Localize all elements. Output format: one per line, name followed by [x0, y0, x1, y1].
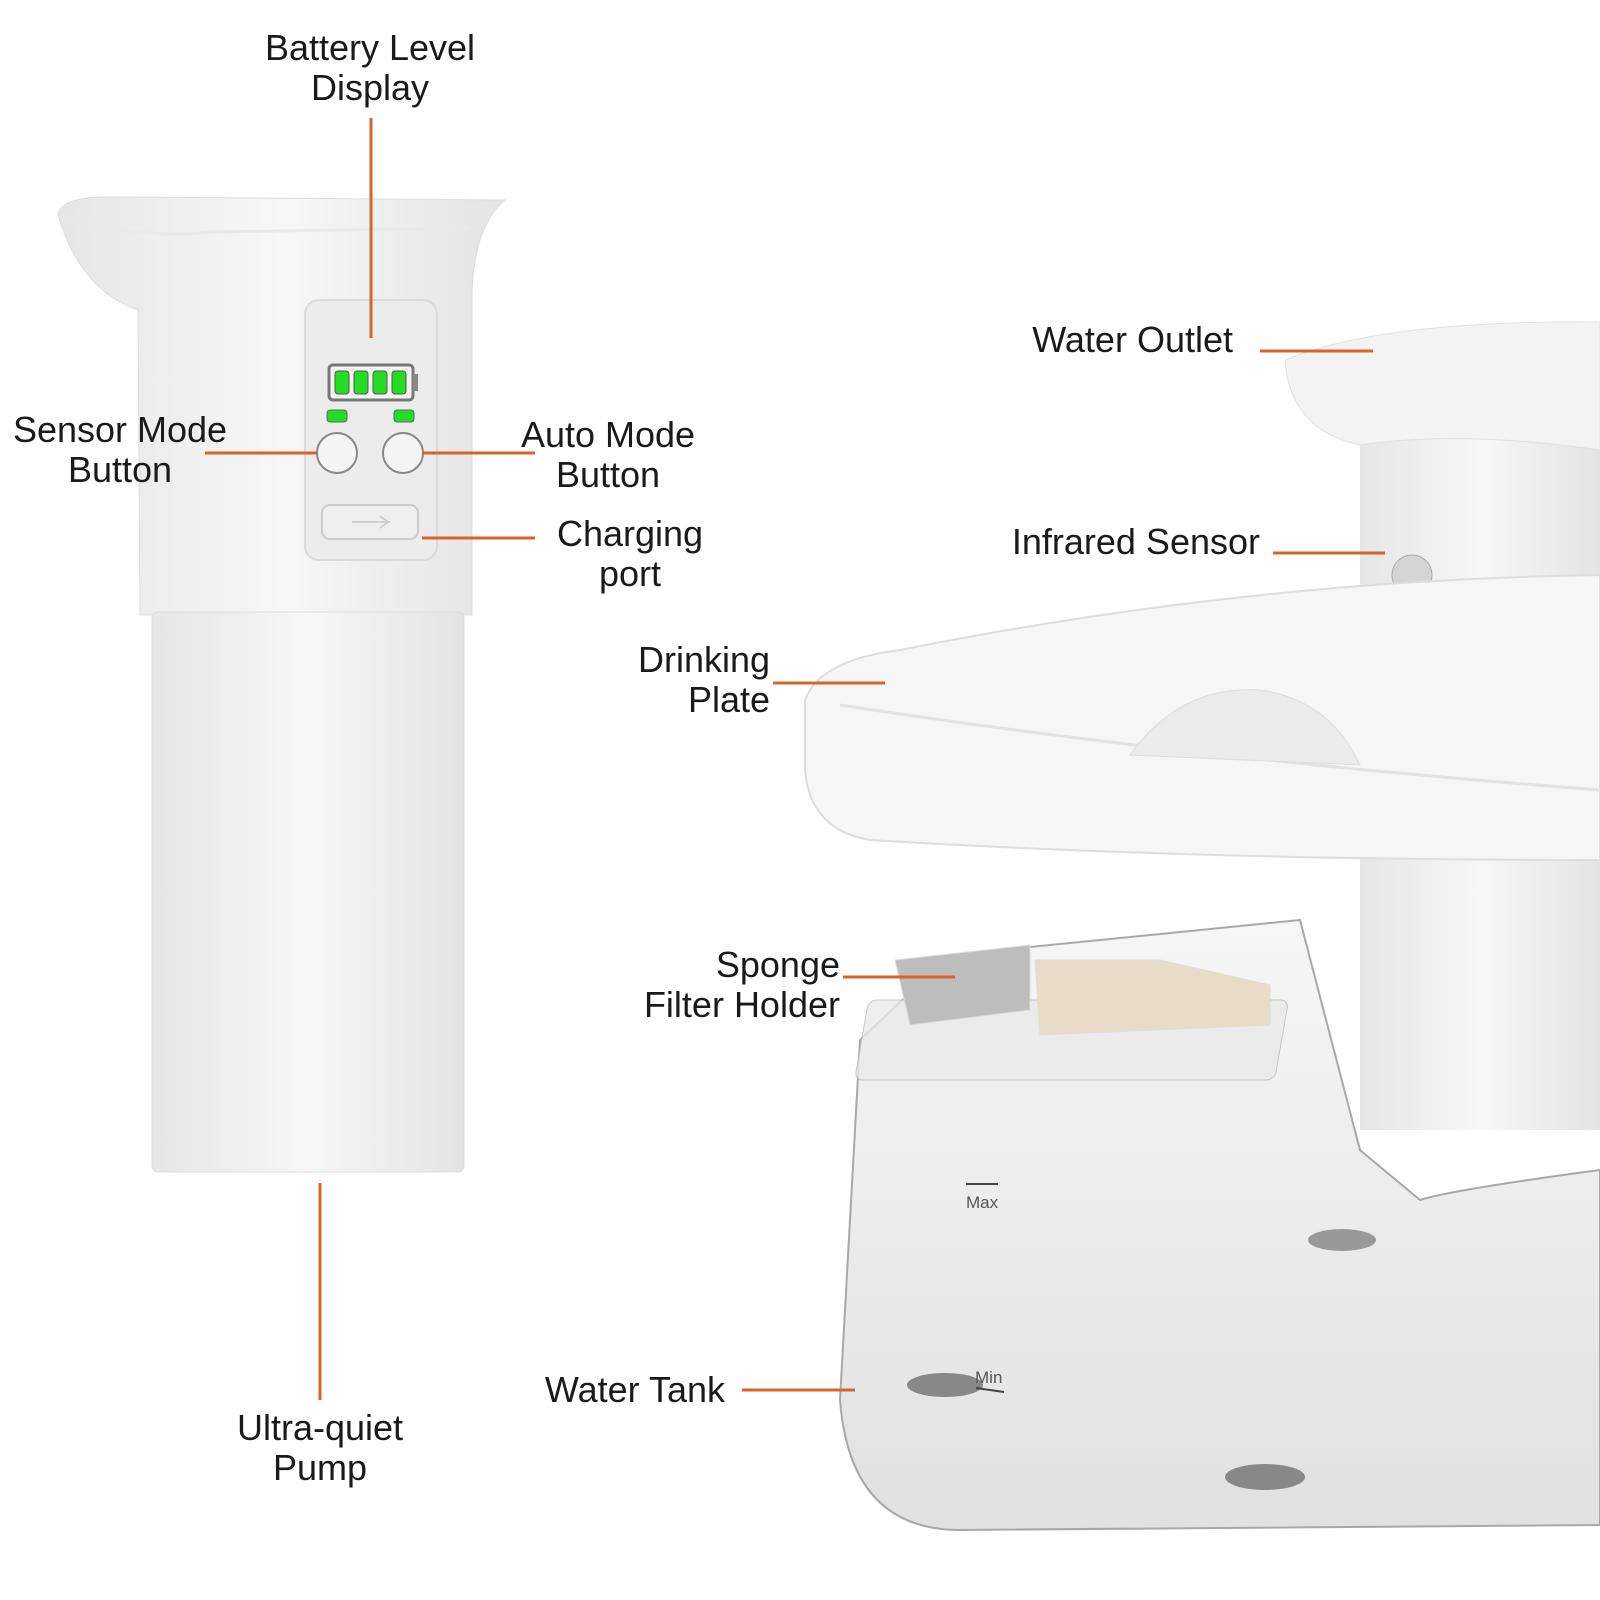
- label-line: port: [598, 553, 662, 594]
- label-line: Sensor Mode: [12, 409, 228, 450]
- carbon-sponge: [894, 944, 1031, 1026]
- label-line: Plate: [687, 679, 770, 720]
- battery-bar: [353, 370, 369, 395]
- label-line: Button: [555, 454, 661, 495]
- usb-icon: [352, 515, 390, 529]
- label-line: Charging: [556, 513, 704, 554]
- tank-foot: [1308, 1229, 1376, 1251]
- label-line: Sponge: [715, 944, 840, 985]
- tank-foot: [907, 1373, 983, 1397]
- label-line: Ultra-quiet: [236, 1407, 404, 1448]
- label-line: Infrared Sensor: [1011, 521, 1260, 562]
- label-line: Auto Mode: [520, 414, 696, 455]
- label-line: Display: [310, 67, 430, 108]
- label-line: Battery Level: [264, 27, 476, 68]
- label-infrared-sensor: Infrared Sensor: [960, 522, 1260, 562]
- battery-indicator-icon: [327, 363, 418, 402]
- max-mark: Max: [966, 1193, 999, 1212]
- label-line: Pump: [272, 1447, 368, 1488]
- auto-mode-button[interactable]: [382, 432, 424, 474]
- sensor-mode-led: [326, 409, 348, 423]
- pump-unit: [57, 196, 507, 1173]
- battery-bar: [334, 370, 350, 395]
- cotton-sponge: [1034, 959, 1271, 1036]
- label-line: Water Outlet: [1032, 319, 1233, 360]
- label-water-outlet: Water Outlet: [960, 320, 1233, 360]
- auto-mode-led: [393, 409, 415, 423]
- label-line: Button: [67, 449, 173, 490]
- battery-bar: [372, 370, 388, 395]
- label-line: Water Tank: [544, 1369, 725, 1410]
- label-line: Filter Holder: [643, 984, 840, 1025]
- label-line: Drinking: [637, 639, 770, 680]
- label-water-tank: Water Tank: [500, 1370, 725, 1410]
- leader-lines: [205, 118, 1385, 1400]
- min-mark: Min: [975, 1368, 1002, 1387]
- water-outlet: [1284, 321, 1600, 451]
- battery-bar: [391, 370, 407, 395]
- sensor-mode-button[interactable]: [316, 432, 358, 474]
- tank-foot: [1225, 1464, 1305, 1490]
- fountain-unit: Max Min: [804, 321, 1600, 1532]
